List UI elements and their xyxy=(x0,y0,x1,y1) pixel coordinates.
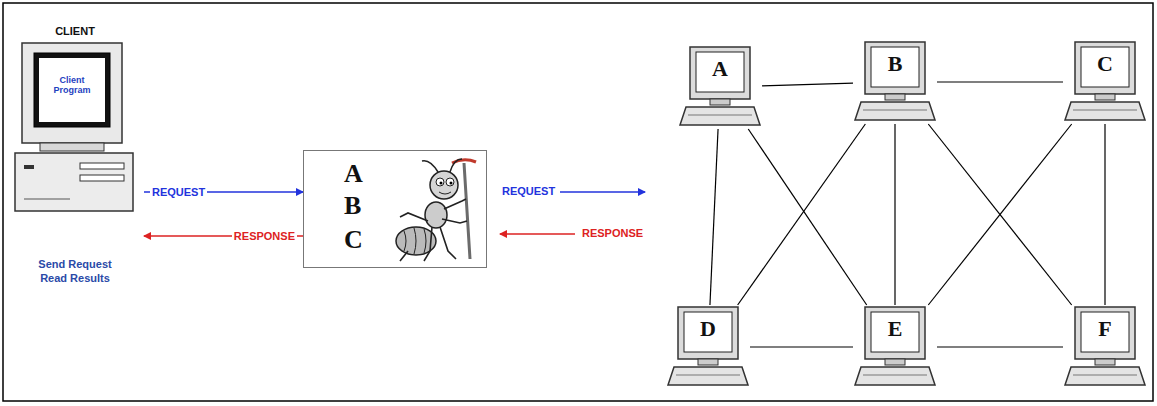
computer-node: B xyxy=(853,40,937,124)
edge-label: RESPONSE xyxy=(232,230,297,242)
computer-letter: A xyxy=(696,56,744,82)
connector xyxy=(750,346,853,347)
connector xyxy=(937,346,1063,347)
computer-letter: E xyxy=(871,316,919,342)
connector xyxy=(937,81,1063,82)
stack-letter: A xyxy=(344,159,363,189)
computer-node: E xyxy=(853,305,937,389)
ant-illustration xyxy=(304,151,488,269)
client-node: CLIENT Client ProgramSend Request Read Re… xyxy=(10,25,144,295)
computer-letter: F xyxy=(1081,316,1129,342)
connector xyxy=(928,124,1071,305)
request-arrow xyxy=(560,191,645,193)
client-caption: Send Request Read Results xyxy=(27,257,123,286)
client-computer xyxy=(10,25,140,295)
computer-node: D xyxy=(666,305,750,389)
computer-node: F xyxy=(1063,305,1147,389)
computer-letter: C xyxy=(1081,51,1129,77)
flow-label: RESPONSE xyxy=(580,227,645,239)
edge-label: REQUEST xyxy=(150,186,207,198)
connector xyxy=(894,124,895,305)
computer-letter: D xyxy=(684,316,732,342)
stack-letter: C xyxy=(344,225,363,255)
response-arrow xyxy=(500,233,575,235)
agent-box: ABC xyxy=(303,150,487,268)
connector xyxy=(710,129,718,305)
stack-letter: B xyxy=(344,191,361,221)
connector xyxy=(928,124,1071,305)
computer-letter: B xyxy=(871,51,919,77)
computer-node: A xyxy=(678,45,762,129)
connector xyxy=(762,83,853,86)
connector xyxy=(1104,124,1105,305)
flow-label: REQUEST xyxy=(500,185,557,197)
screen-text: Client Program xyxy=(41,75,103,96)
connector xyxy=(748,129,866,305)
computer-node: C xyxy=(1063,40,1147,124)
connector xyxy=(738,124,866,305)
client-heading: CLIENT xyxy=(10,25,140,37)
